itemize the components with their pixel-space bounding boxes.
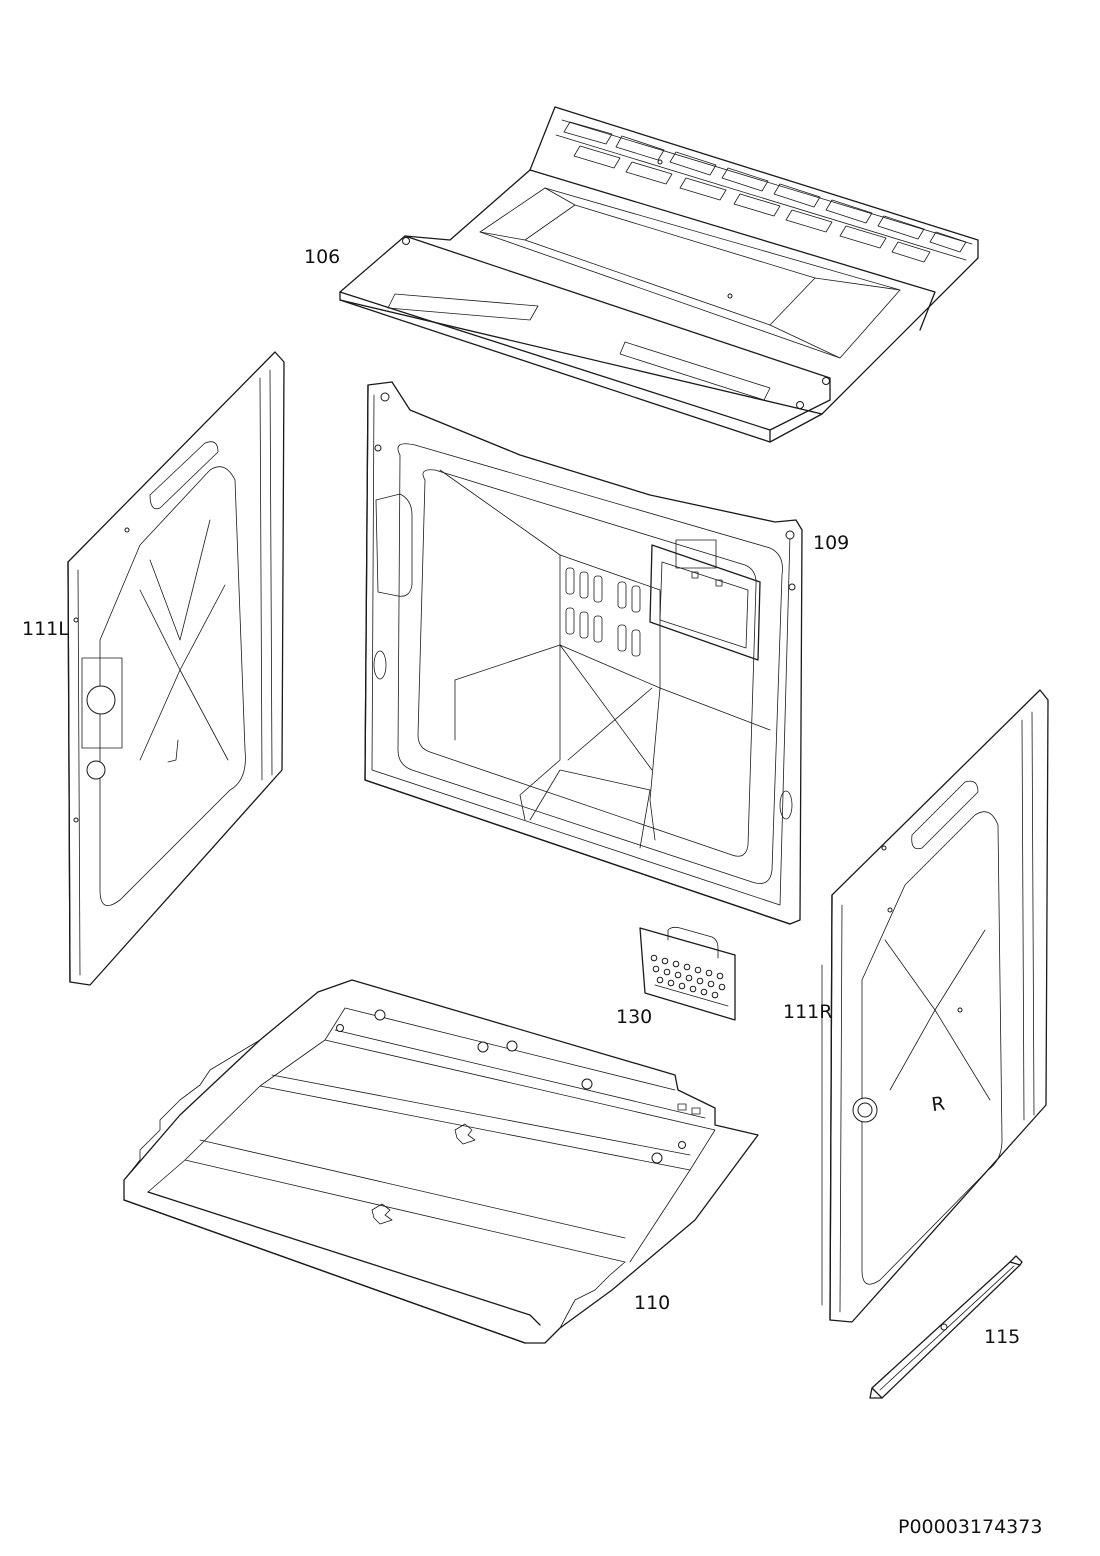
part-109-back-panel [364, 381, 803, 925]
part-labels: 106 109 111L 111R 130 110 115 [22, 246, 1020, 1348]
part-115-side-rail [869, 1255, 1023, 1399]
label-106: 106 [304, 246, 340, 268]
side-panel-letter: R [930, 1093, 946, 1117]
label-115: 115 [984, 1326, 1020, 1348]
label-110: 110 [634, 1292, 670, 1314]
label-111R: 111R [783, 1001, 832, 1023]
part-106-top-panel [339, 106, 979, 443]
label-130: 130 [616, 1006, 652, 1028]
part-111R-right-side-panel: R [821, 689, 1049, 1323]
part-111L-left-side-panel [67, 351, 285, 986]
part-110-bottom-panel [123, 979, 759, 1344]
label-111L: 111L [22, 618, 69, 640]
part-130-bracket-plate [639, 926, 736, 1021]
back-panel-vents [565, 567, 641, 657]
drawing-code: P00003174373 [898, 1516, 1042, 1538]
label-109: 109 [813, 532, 849, 554]
top-panel-vents [563, 121, 967, 263]
